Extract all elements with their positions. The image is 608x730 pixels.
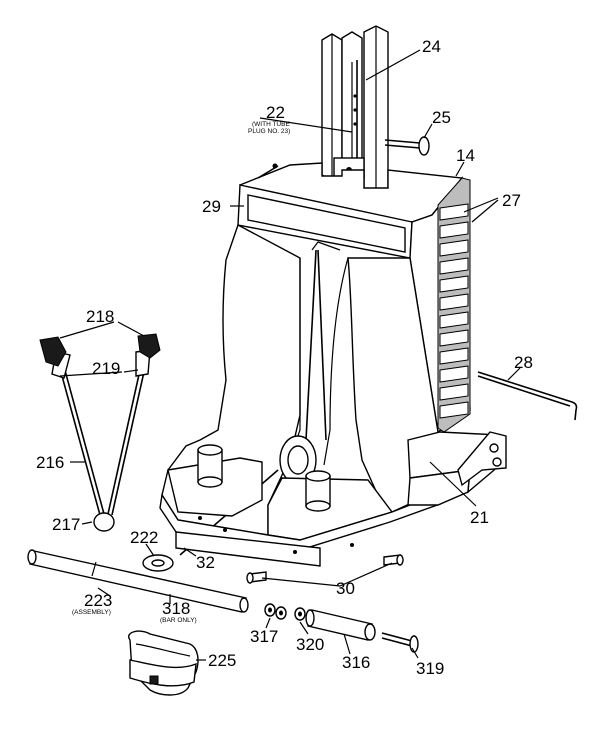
ankle-strap-part-225 xyxy=(128,630,199,696)
weight-plate xyxy=(439,221,469,239)
weight-pin-part-28 xyxy=(477,371,578,421)
weight-post-right xyxy=(305,470,331,512)
weight-plate xyxy=(439,347,469,365)
leader-lines xyxy=(59,49,521,661)
weight-plate xyxy=(439,203,469,221)
weight-plate xyxy=(439,365,469,383)
bar-part-318 xyxy=(27,549,249,613)
label-320: 320 xyxy=(296,635,324,654)
label-225: 225 xyxy=(208,651,236,670)
label-22: 22 xyxy=(266,103,285,122)
weight-plate xyxy=(439,293,469,311)
label-22-note-line1: (WITH TUBE xyxy=(252,121,290,128)
weight-post-left xyxy=(197,444,223,488)
label-21: 21 xyxy=(470,508,489,527)
weight-plate xyxy=(439,257,469,275)
label-223-note: (ASSEMBLY) xyxy=(72,609,111,616)
label-218: 218 xyxy=(86,307,114,326)
strap-handle-part-216 xyxy=(51,349,151,516)
label-29: 29 xyxy=(202,197,221,216)
label-32: 32 xyxy=(196,553,215,572)
weight-plate xyxy=(439,275,469,293)
weight-plate xyxy=(439,329,469,347)
label-223: 223 xyxy=(84,591,112,610)
label-24: 24 xyxy=(422,37,441,56)
label-222: 222 xyxy=(130,528,158,547)
weight-plate xyxy=(439,239,469,257)
label-25: 25 xyxy=(432,108,451,127)
label-28: 28 xyxy=(514,353,533,372)
weight-plate xyxy=(439,401,469,419)
label-318-note: (BAR ONLY) xyxy=(160,617,197,624)
label-27: 27 xyxy=(502,191,521,210)
roller-part-316 xyxy=(305,609,376,641)
ring-part-217 xyxy=(93,512,115,532)
bracket-part-21 xyxy=(407,431,507,506)
label-217: 217 xyxy=(52,515,80,534)
bolt-part-25 xyxy=(384,136,430,156)
label-216: 216 xyxy=(36,453,64,472)
label-219: 219 xyxy=(92,359,120,378)
bolts-part-30 xyxy=(246,554,404,584)
label-316: 316 xyxy=(342,653,370,672)
washers-part-317 xyxy=(264,603,287,620)
clip-part-222 xyxy=(142,554,174,572)
weight-plate xyxy=(439,383,469,401)
label-14: 14 xyxy=(456,146,475,165)
clip-part-218 xyxy=(39,333,161,367)
weight-stack-part-27 xyxy=(437,177,471,433)
weight-plate xyxy=(439,311,469,329)
label-319: 319 xyxy=(416,659,444,678)
label-22-note-line2: PLUG NO. 23) xyxy=(248,128,290,135)
label-318: 318 xyxy=(162,599,190,618)
washer-part-320 xyxy=(294,607,306,621)
label-30: 30 xyxy=(336,579,355,598)
label-317: 317 xyxy=(250,627,278,646)
